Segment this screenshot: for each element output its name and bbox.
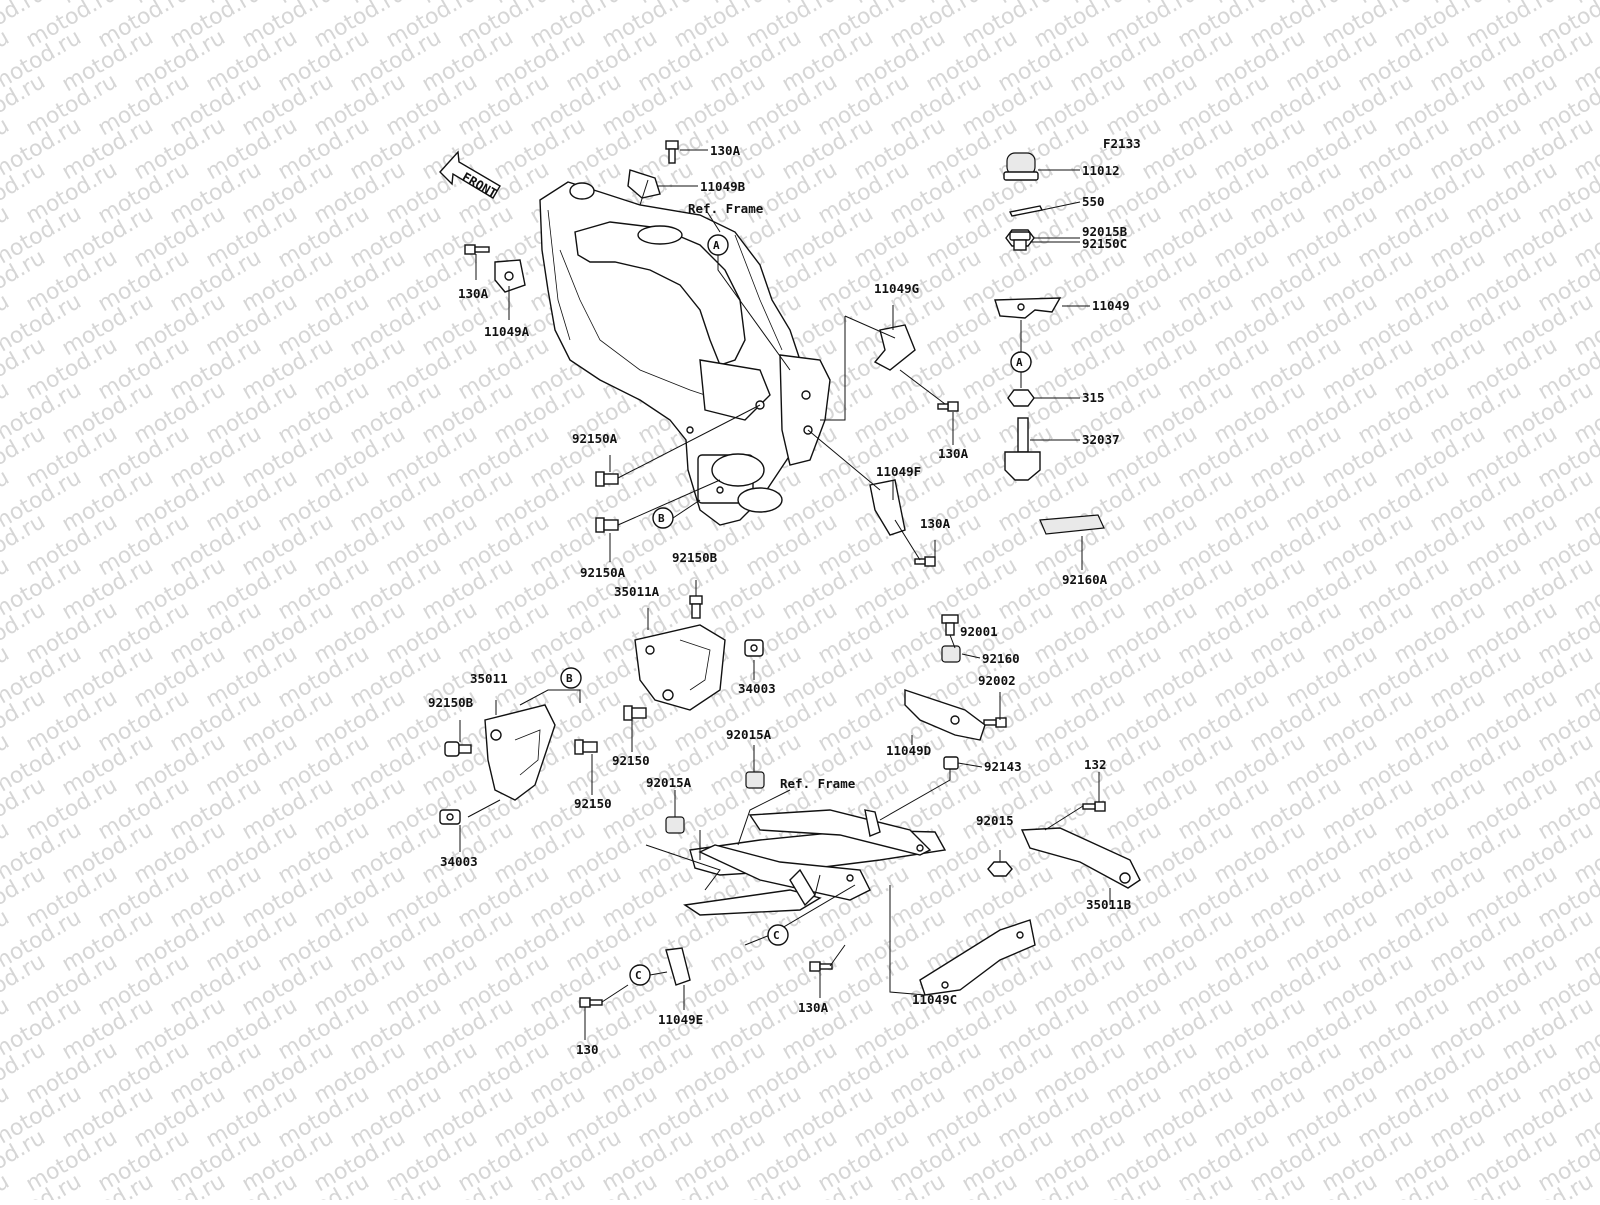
cap-11012: [1003, 152, 1039, 181]
part-label-92143: 92143: [984, 759, 1022, 774]
part-label-35011A: 35011A: [614, 584, 660, 599]
bolt-130A-mid: [914, 556, 936, 567]
collar-92143: [943, 756, 959, 770]
bolt-92150-lower: [574, 739, 598, 755]
part-label-92002: 92002: [978, 673, 1016, 688]
part-label-92150A: 92150A: [572, 431, 618, 446]
bolt-92150B-upper: [689, 595, 703, 619]
nut-315: [1007, 389, 1035, 407]
damper-92160: [941, 645, 961, 663]
bracket-34003-lower: [439, 809, 461, 825]
part-label-92150C: 92150C: [1082, 236, 1127, 251]
part-label-92015A: 92015A: [646, 775, 692, 790]
part-label-130A: 130A: [938, 446, 969, 461]
callout-b-lower: B: [566, 672, 573, 685]
watermark-text: motod.ru: [1570, 0, 1600, 9]
part-label-132: 132: [1084, 757, 1107, 772]
part-label-11049G: 11049G: [874, 281, 919, 296]
part-label-550: 550: [1082, 194, 1105, 209]
part-label-35011: 35011: [470, 671, 508, 686]
part-label-92150B: 92150B: [428, 695, 474, 710]
bolt-92150A-lower: [595, 517, 619, 533]
part-label-35011B: 35011B: [1086, 897, 1132, 912]
part-label-92160: 92160: [982, 651, 1020, 666]
part-label-92001: 92001: [960, 624, 998, 639]
part-label-11049F: 11049F: [876, 464, 921, 479]
callout-a-upper: A: [713, 239, 720, 252]
spacer-92015A-lower: [665, 816, 685, 834]
ref-frame-upper: Ref. Frame: [688, 201, 764, 216]
watermark-text: motod.ru: [0, 1169, 14, 1200]
callout-c-left: C: [635, 969, 642, 982]
part-label-34003: 34003: [440, 854, 478, 869]
bolt-92150A-upper: [595, 471, 619, 487]
part-label-130: 130: [576, 1042, 599, 1057]
bolt-130A-left: [464, 244, 490, 255]
part-label-92150B: 92150B: [672, 550, 718, 565]
callout-a-right: A: [1016, 356, 1023, 369]
bolt-130A-right: [937, 401, 959, 412]
part-label-11049A: 11049A: [484, 324, 530, 339]
spacer-92015A-upper: [745, 771, 765, 789]
bolt-92002: [983, 717, 1007, 728]
part-label-11049E: 11049E: [658, 1012, 703, 1027]
bolt-130: [579, 997, 603, 1008]
part-label-92150A: 92150A: [580, 565, 626, 580]
part-label-92015: 92015: [976, 813, 1014, 828]
callout-b-upper: B: [658, 512, 665, 525]
part-label-92150: 92150: [612, 753, 650, 768]
diagram-code: F2133: [1103, 136, 1141, 151]
ref-frame-lower: Ref. Frame: [780, 776, 856, 791]
part-label-92015A: 92015A: [726, 727, 772, 742]
nut-92015: [987, 861, 1013, 877]
part-label-130A: 130A: [458, 286, 489, 301]
part-label-11049C: 11049C: [912, 992, 957, 1007]
part-label-34003: 34003: [738, 681, 776, 696]
part-label-92150: 92150: [574, 796, 612, 811]
bracket-34003-upper: [744, 639, 764, 657]
bolt-92150-upper: [623, 705, 647, 721]
part-label-130A: 130A: [710, 143, 741, 158]
part-label-11012: 11012: [1082, 163, 1120, 178]
part-label-11049D: 11049D: [886, 743, 931, 758]
part-label-11049B: 11049B: [700, 179, 746, 194]
part-label-32037: 32037: [1082, 432, 1120, 447]
part-label-130A: 130A: [798, 1000, 829, 1015]
bolt-130A-lower: [809, 961, 833, 972]
bolt-132: [1082, 801, 1106, 812]
part-label-92160A: 92160A: [1062, 572, 1108, 587]
part-label-315: 315: [1082, 390, 1105, 405]
part-label-130A: 130A: [920, 516, 951, 531]
part-label-11049: 11049: [1092, 298, 1130, 313]
callout-c-right: C: [773, 929, 780, 942]
